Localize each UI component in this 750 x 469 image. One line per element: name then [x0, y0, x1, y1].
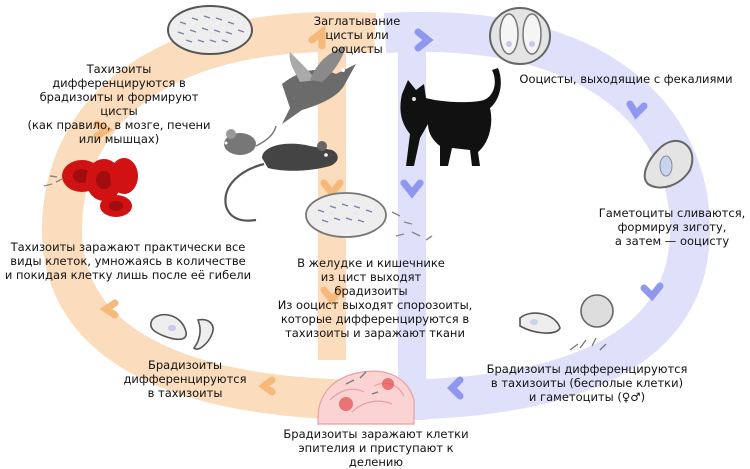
bird-icon [282, 46, 356, 124]
toxoplasma-life-cycle-diagram [41, 5, 711, 425]
host-arrow-5 [320, 179, 344, 199]
label-brady-to-tachy: Брадизоиты дифференцируются в тахизоиты [123, 358, 247, 400]
host-arrow-6 [320, 286, 344, 306]
cat-arrow-1 [414, 28, 434, 52]
label-brady-infect: Брадизоиты заражают клетки эпителия и пр… [283, 427, 469, 469]
host-arrow-4 [258, 376, 276, 396]
cat-icon [400, 68, 501, 166]
rat-icon [224, 141, 338, 222]
label-tachy-infect: Тахизоиты заражают практически все виды … [4, 240, 252, 282]
mouse-icon [224, 125, 277, 155]
host-arrow-2 [93, 120, 114, 140]
label-sporozoites: Из ооцист выходят спорозоиты, которые ди… [277, 298, 473, 340]
cat-arrow-4 [447, 376, 464, 400]
oocyst-icon [489, 7, 551, 65]
gamete-icons [519, 294, 614, 351]
host-arrow-1 [308, 24, 326, 50]
host-arrows [93, 24, 344, 396]
label-ingestion: Заглатывание цисты или ооцисты [313, 14, 401, 56]
cyst-icon [167, 5, 253, 55]
cat-arrows [400, 28, 664, 400]
label-oocysts-feces: Ооцисты, выходящие с фекалиями [519, 72, 733, 86]
host-arrow-3 [99, 299, 119, 319]
cat-arrow-3 [640, 282, 664, 302]
label-stomach: В желудке и кишечнике из цист выходят бр… [297, 256, 445, 298]
red-blood-cells-icon [43, 158, 138, 217]
label-gametocytes-fuse: Гаметоциты сливаются, формируя зиготу, а… [598, 206, 746, 248]
label-brady-to-tachy-gameto: Брадизоиты дифференцируются в тахизоиты … [486, 362, 688, 404]
stomach-cyst-icon [305, 192, 433, 241]
epithelium-icon [317, 370, 415, 425]
cat-arrow-2 [626, 100, 648, 120]
cat-cycle-ring [383, 11, 711, 420]
zygote-icon [643, 139, 694, 189]
label-tachy-to-brady: Тахизоиты дифференцируются в брадизоиты … [27, 62, 211, 146]
tachyzoite-icon [149, 313, 214, 350]
cat-arrow-5 [400, 179, 424, 199]
